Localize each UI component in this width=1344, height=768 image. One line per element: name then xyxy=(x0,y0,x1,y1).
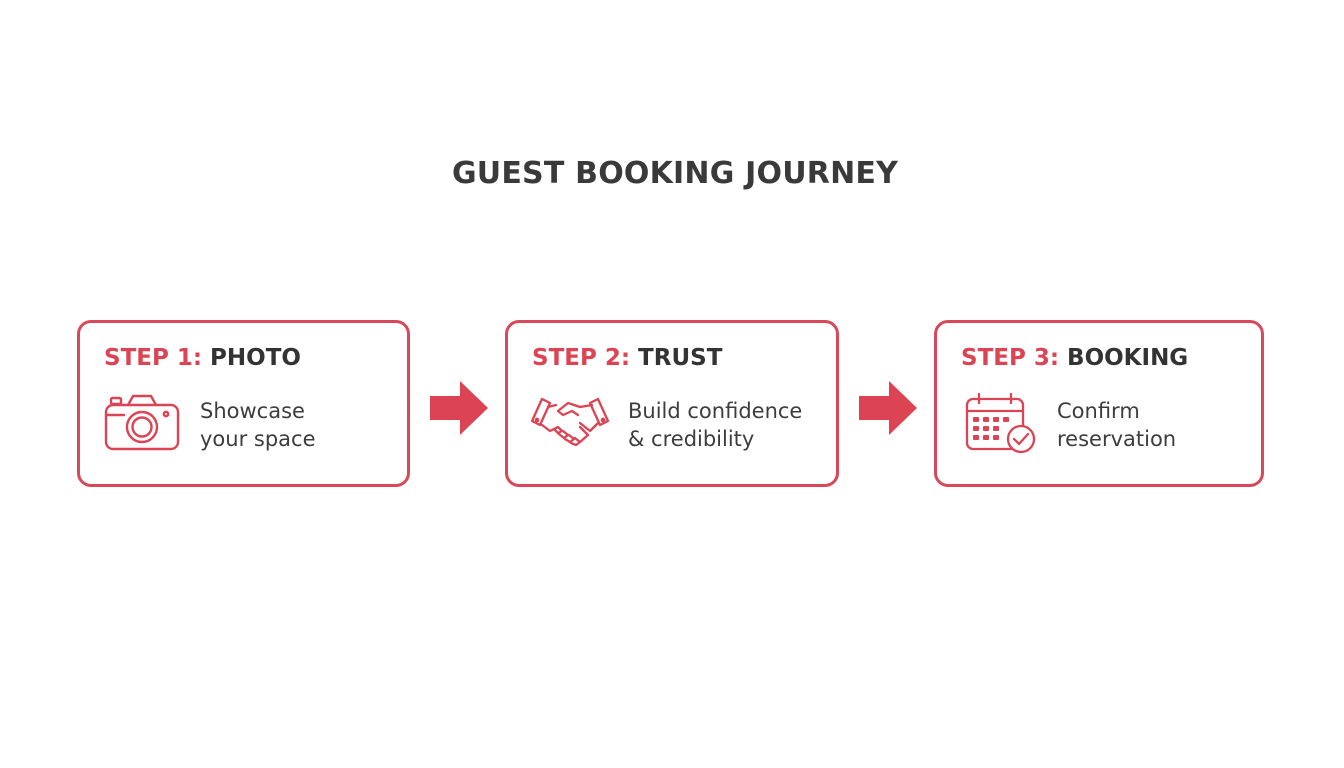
step-name: PHOTO xyxy=(210,345,301,371)
description-line: your space xyxy=(200,427,316,451)
calendar-check-icon xyxy=(959,391,1039,455)
step-heading: STEP 3: BOOKING xyxy=(961,345,1188,371)
step-number: STEP 2: xyxy=(532,345,631,371)
step-name: TRUST xyxy=(638,345,723,371)
step-card-booking: STEP 3: BOOKING Confirm xyxy=(934,320,1264,487)
step-description: Build confidence & credibility xyxy=(628,397,802,453)
description-line: Build confidence xyxy=(628,399,803,423)
handshake-icon xyxy=(530,391,610,455)
description-line: reservation xyxy=(1057,427,1177,451)
step-number: STEP 3: xyxy=(961,345,1060,371)
page-title: GUEST BOOKING JOURNEY xyxy=(451,156,899,191)
description-line: Showcase xyxy=(200,399,305,423)
step-heading: STEP 1: PHOTO xyxy=(104,345,301,371)
step-heading: STEP 2: TRUST xyxy=(532,345,722,371)
step-number: STEP 1: xyxy=(104,345,203,371)
arrow-right-icon xyxy=(430,381,488,435)
camera-icon xyxy=(102,391,182,455)
description-line: Confirm xyxy=(1057,399,1140,423)
description-line: & credibility xyxy=(628,427,755,451)
step-description: Confirm reservation xyxy=(1057,397,1176,453)
step-card-photo: STEP 1: PHOTO Showcase your space xyxy=(77,320,410,487)
step-description: Showcase your space xyxy=(200,397,316,453)
step-card-trust: STEP 2: TRUST Build confidence & credibi xyxy=(505,320,839,487)
arrow-right-icon xyxy=(859,381,917,435)
step-name: BOOKING xyxy=(1067,345,1189,371)
